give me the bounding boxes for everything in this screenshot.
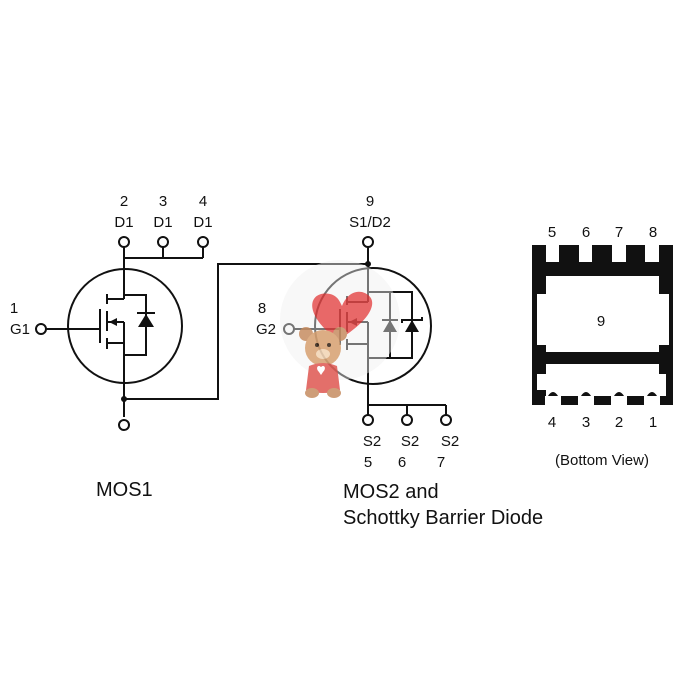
mos2-pin6-node: [401, 414, 413, 426]
mos2-pin6-number: 6: [398, 454, 406, 471]
mos2-group: 9 S1/D2 8 G2: [256, 193, 543, 529]
teddy-bear-heart-icon: [280, 260, 400, 398]
mos1-bottom-node: [118, 419, 130, 431]
mos1-group: 2 D1 3 D1 4 D1 1 G1 MOS1: [10, 193, 368, 501]
mos2-body-circle: [314, 267, 432, 385]
mos1-body-diode-icon: [138, 314, 154, 327]
mos2-pin5-number: 5: [364, 454, 372, 471]
mos2-top-pin-number: 9: [366, 193, 374, 210]
mos2-body-diode-icon: [383, 320, 397, 332]
package-pin7-label: 7: [615, 224, 623, 241]
mos2-gate-name: G2: [256, 321, 276, 338]
mos2-junction: [365, 261, 371, 267]
mos1-pin2-node: [118, 236, 130, 248]
package-pin2-label: 2: [615, 414, 623, 431]
mos1-pin2-name: D1: [114, 214, 133, 231]
mos1-gate-node: [35, 323, 47, 335]
package-pin8-label: 8: [649, 224, 657, 241]
mos2-source-bus: [368, 404, 447, 415]
mos2-top-pin-name: S1/D2: [349, 214, 391, 231]
mos2-pin5-node: [362, 414, 374, 426]
package-pin3-window: [578, 396, 594, 405]
mos1-gate-wire: [46, 309, 101, 343]
mos1-caption: MOS1: [96, 479, 153, 501]
bottom-view-label: (Bottom View): [555, 452, 649, 469]
package-pin1-label: 1: [649, 414, 657, 431]
package-pin3-label: 3: [582, 414, 590, 431]
mos2-gate-number: 8: [258, 300, 266, 317]
mos1-pin3-name: D1: [153, 214, 172, 231]
package-pin4-window: [545, 396, 561, 405]
schottky-diode-bar: [401, 317, 423, 323]
package-pin4-label: 4: [548, 414, 556, 431]
package-bottom-pads: [548, 392, 657, 396]
mos1-pin4-number: 4: [199, 193, 207, 210]
mos2-pin7-number: 7: [437, 454, 445, 471]
mos1-pin2-number: 2: [120, 193, 128, 210]
package-pin1-window: [644, 396, 660, 405]
mos2-pin5-name: S2: [363, 433, 381, 450]
mos2-pin7-name: S2: [441, 433, 459, 450]
package-pin5-label: 5: [548, 224, 556, 241]
package-center-pad-label: 9: [597, 313, 605, 330]
mos1-pin3-number: 3: [159, 193, 167, 210]
mos1-gate-name: G1: [10, 321, 30, 338]
schottky-diode-icon: [405, 320, 419, 332]
mos1-to-mos2-wire: [124, 263, 368, 400]
mos1-pin4-name: D1: [193, 214, 212, 231]
mos2-top-node: [362, 236, 374, 248]
package-pin6-label: 6: [582, 224, 590, 241]
mos1-pin3-node: [157, 236, 169, 248]
mos2-caption-line2: Schottky Barrier Diode: [343, 507, 543, 529]
package-pin2-window: [611, 396, 627, 405]
package-bottom-view: 5 6 7 8 9 4 3 2 1 (Bottom View): [532, 224, 673, 469]
mos1-drain-bus: [124, 247, 204, 259]
mos1-gate-number: 1: [10, 300, 18, 317]
mos2-pin7-node: [440, 414, 452, 426]
mos2-pin6-name: S2: [401, 433, 419, 450]
mos1-pin4-node: [197, 236, 209, 248]
mos2-caption-line1: MOS2 and: [343, 481, 439, 503]
mos1-arrow-icon: [109, 318, 117, 326]
